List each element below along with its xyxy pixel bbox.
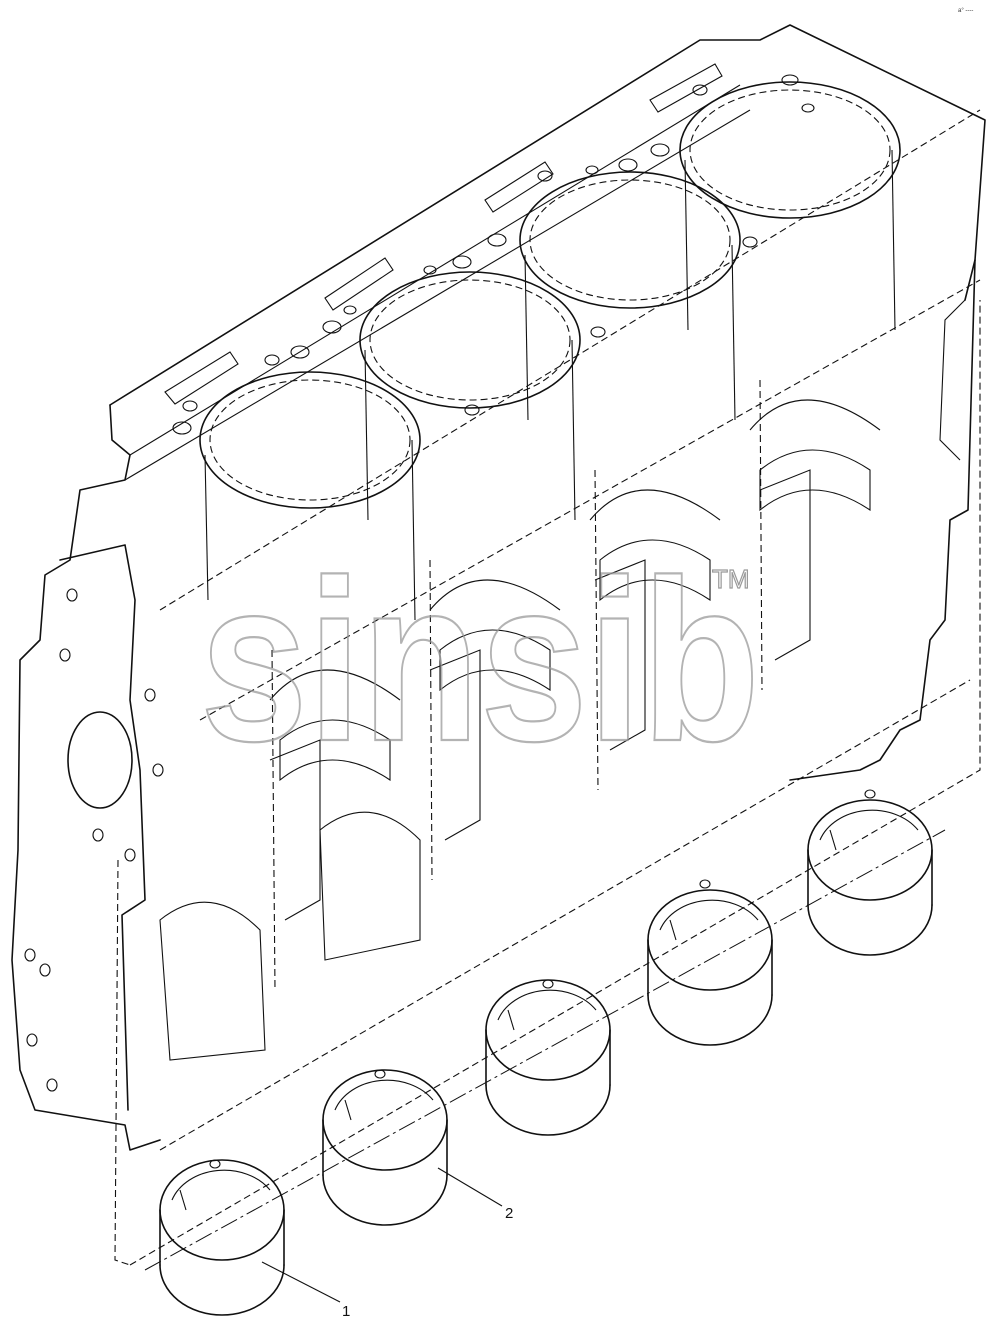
main-bearing-3: [485, 979, 611, 1136]
callout-2-label: 2: [505, 1205, 513, 1222]
bearing-centerline: [144, 829, 946, 1271]
watermark: sinsib TM: [199, 531, 761, 790]
callout-1: 1: [261, 1261, 350, 1320]
main-bearing-1: [159, 1159, 285, 1316]
main-bearing-5: [807, 789, 933, 956]
deck-holes: [172, 74, 815, 435]
callout-1-label: 1: [342, 1303, 350, 1320]
cylinder-bores: [199, 81, 901, 509]
main-bearing-2: [322, 1069, 448, 1226]
main-bearing-4: [647, 879, 773, 1046]
engine-block: [11, 24, 986, 1266]
deck-slots: [164, 63, 723, 405]
cylinder-walls: [159, 149, 896, 1061]
watermark-trademark: TM: [712, 564, 750, 594]
front-face-holes: [24, 588, 164, 1092]
watermark-text: sinsib: [200, 532, 760, 789]
corner-mark: a° ----: [958, 8, 973, 14]
callout-2: 2: [437, 1167, 513, 1222]
